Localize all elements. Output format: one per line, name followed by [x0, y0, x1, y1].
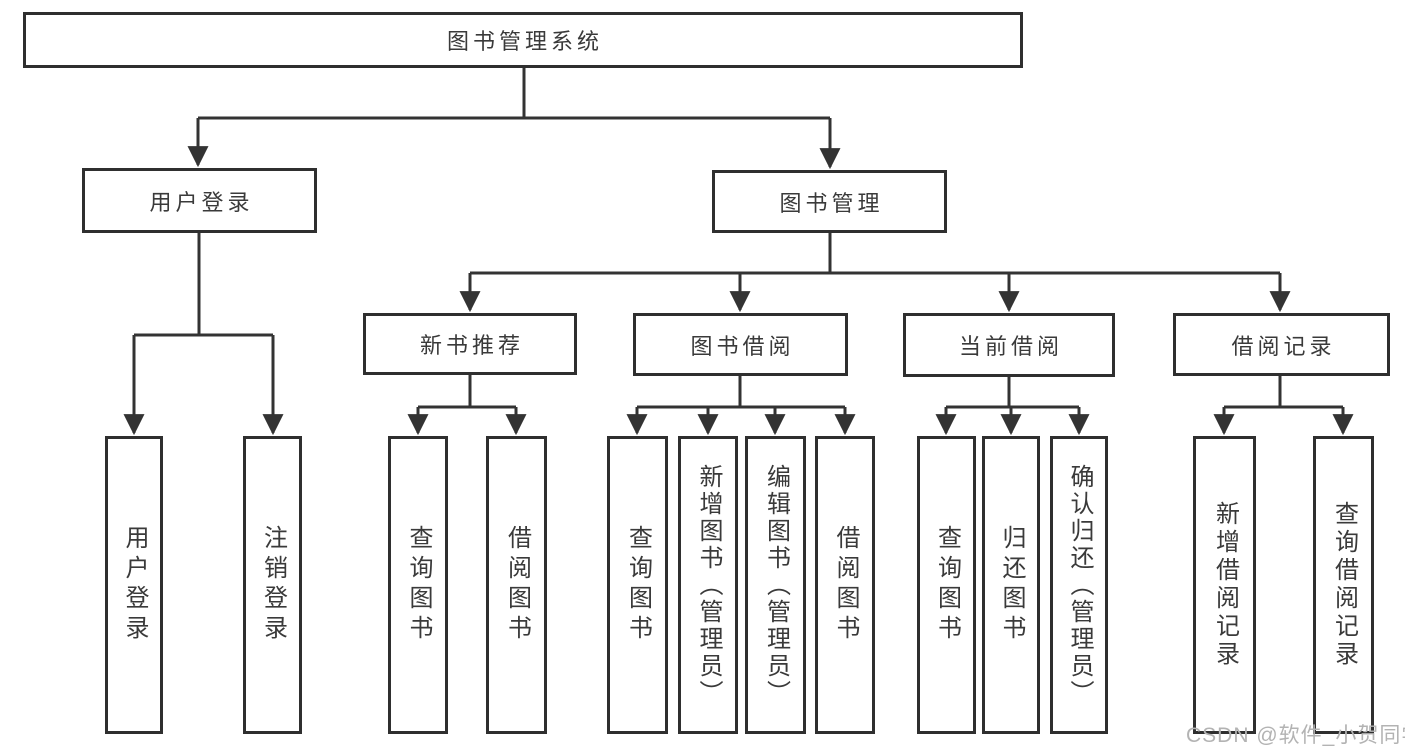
connector-current-borrowing-branch [946, 377, 1079, 409]
node-book-management: 图书管理 [712, 170, 947, 233]
leaf-label: 注销登录 [259, 525, 287, 645]
connector-user-login-branch [134, 232, 273, 337]
connector-book-management-branch [470, 233, 1280, 275]
node-book-borrowing: 图书借阅 [633, 313, 848, 376]
leaf-label: 新增图书（管理员） [695, 463, 722, 707]
csdn-watermark: CSDN @软件_小贺同学 [1186, 724, 1405, 747]
leaf-borrow-books-2: 借阅图书 [815, 436, 875, 734]
leaf-label: 编辑图书（管理员） [762, 463, 790, 707]
leaf-label: 查询借阅记录 [1330, 501, 1358, 669]
connector-root-branch [198, 68, 830, 120]
node-user-login: 用户登录 [82, 168, 317, 233]
connector-book-borrowing-branch [637, 376, 845, 409]
leaf-query-books-1: 查询图书 [388, 436, 448, 734]
leaf-query-borrow-record: 查询借阅记录 [1313, 436, 1374, 734]
leaf-query-books-3: 查询图书 [917, 436, 976, 734]
leaf-user-login: 用户登录 [105, 436, 163, 734]
leaf-borrow-books-1: 借阅图书 [486, 436, 547, 734]
leaf-label: 用户登录 [121, 525, 148, 645]
leaf-return-books: 归还图书 [982, 436, 1040, 734]
leaf-logout: 注销登录 [243, 436, 302, 734]
leaf-query-books-2: 查询图书 [607, 436, 668, 734]
leaf-label: 归还图书 [998, 525, 1025, 645]
leaf-label: 借阅图书 [832, 525, 859, 645]
connector-new-book-branch [418, 375, 516, 409]
node-new-book-recommend: 新书推荐 [363, 313, 577, 375]
leaf-label: 查询图书 [933, 525, 961, 645]
node-current-borrowing: 当前借阅 [903, 313, 1115, 377]
leaf-confirm-return-admin: 确认归还（管理员） [1050, 436, 1108, 734]
leaf-edit-books-admin: 编辑图书（管理员） [745, 436, 806, 734]
leaf-add-borrow-record: 新增借阅记录 [1193, 436, 1256, 734]
leaf-label: 查询图书 [624, 525, 652, 645]
leaf-label: 确认归还（管理员） [1066, 463, 1093, 707]
leaf-add-books-admin: 新增图书（管理员） [678, 436, 738, 734]
leaf-label: 新增借阅记录 [1211, 501, 1239, 669]
connector-borrowing-records-branch [1224, 376, 1343, 409]
leaf-label: 借阅图书 [503, 525, 531, 645]
leaf-label: 查询图书 [405, 525, 432, 645]
node-borrowing-records: 借阅记录 [1173, 313, 1390, 376]
node-root-system: 图书管理系统 [23, 12, 1023, 68]
